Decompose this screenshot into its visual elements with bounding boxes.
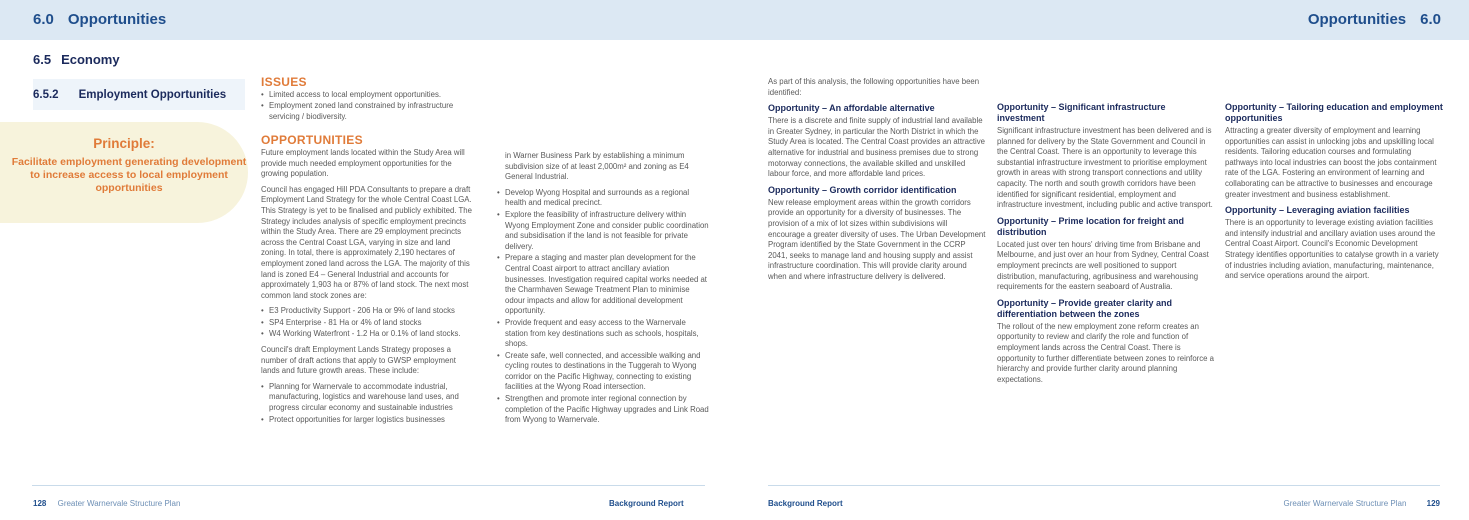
- chapter-number: 6.0: [33, 11, 54, 28]
- bullet-item: Explore the feasibility of infrastructur…: [497, 210, 709, 252]
- bullet-list: Planning for Warnervale to accommodate i…: [261, 382, 476, 425]
- bullet-item: SP4 Enterprise - 81 Ha or 4% of land sto…: [261, 318, 476, 329]
- report-name-right: Background Report: [768, 499, 843, 508]
- opportunity-heading: Opportunity – Prime location for freight…: [997, 215, 1185, 237]
- paragraph: Located just over ten hours' driving tim…: [997, 239, 1209, 292]
- opportunity-heading: Opportunity – Significant infrastructure…: [997, 102, 1166, 123]
- bullet-item: Planning for Warnervale to accommodate i…: [261, 382, 476, 414]
- paragraph: As part of this analysis, the following …: [768, 77, 980, 97]
- opportunity-heading: Opportunity – Leveraging aviation facili…: [1225, 205, 1410, 216]
- section-title: Economy: [61, 52, 120, 67]
- chapter-name: Opportunities: [67, 11, 167, 28]
- chapter-title-left: 6.0 Opportunities: [33, 11, 166, 28]
- chapter-name: Opportunities: [1307, 11, 1407, 28]
- report-name-left: Background Report: [609, 499, 684, 508]
- bullet-item: Protect opportunities for larger logisti…: [261, 415, 476, 426]
- paragraph: There is an opportunity to leverage exis…: [1225, 218, 1439, 281]
- bullet-list: Develop Wyong Hospital and surrounds as …: [497, 188, 709, 426]
- opportunity-heading: Opportunity – Provide greater clarity an…: [997, 297, 1173, 319]
- subsection-title: Employment Opportunities: [78, 88, 227, 101]
- page-number: 128: [33, 499, 47, 508]
- text-column-opportunities-2: Opportunity – Significant infrastructure…: [997, 102, 1215, 390]
- section-number: 6.5: [33, 52, 52, 67]
- principle-text: Facilitate employment generating develop…: [11, 156, 247, 194]
- footer-left: 128 Greater Warnervale Structure Plan: [33, 499, 180, 508]
- chapter-header-band: [0, 0, 1469, 40]
- bullet-list: E3 Productivity Support - 206 Ha or 9% o…: [261, 306, 476, 340]
- principle-heading: Principle:: [93, 136, 155, 151]
- opportunity-heading: Opportunity – Growth corridor identifica…: [768, 184, 957, 195]
- opportunity-heading: Opportunity – Tailoring education and em…: [1225, 102, 1443, 123]
- paragraph: in Warner Business Park by establishing …: [505, 151, 689, 182]
- paragraph: Council has engaged Hill PDA Consultants…: [261, 184, 472, 300]
- text-column-actions: in Warner Business Park by establishing …: [497, 151, 709, 431]
- footer-divider-right: [768, 485, 1440, 486]
- subsection-heading: 6.5.2 Employment Opportunities: [33, 79, 245, 110]
- paragraph: New release employment areas within the …: [768, 197, 986, 281]
- paragraph: There is a discrete and finite supply of…: [768, 116, 985, 179]
- chapter-number: 6.0: [1420, 11, 1441, 28]
- document-title: Greater Warnervale Structure Plan: [57, 499, 181, 508]
- bullet-item: Provide frequent and easy access to the …: [497, 318, 709, 350]
- bullet-list: Limited access to local employment oppor…: [261, 90, 476, 123]
- bullet-item: Strengthen and promote inter regional co…: [497, 394, 709, 426]
- paragraph: The rollout of the new employment zone r…: [997, 321, 1215, 384]
- paragraph: Significant infrastructure investment ha…: [997, 126, 1213, 210]
- chapter-title-right: Opportunities 6.0: [1308, 11, 1441, 28]
- paragraph: Attracting a greater diversity of employ…: [1225, 126, 1437, 199]
- bullet-item: E3 Productivity Support - 206 Ha or 9% o…: [261, 306, 476, 317]
- bullet-item: Limited access to local employment oppor…: [261, 90, 476, 101]
- page-number: 129: [1426, 499, 1440, 508]
- paragraph: Future employment lands located within t…: [261, 147, 465, 179]
- text-column-issues: ISSUESLimited access to local employment…: [261, 75, 476, 430]
- subsection-number: 6.5.2: [33, 88, 59, 101]
- paragraph: Council's draft Employment Lands Strateg…: [261, 345, 456, 376]
- text-column-opportunities-3: Opportunity – Tailoring education and em…: [1225, 102, 1443, 287]
- footer-right: Greater Warnervale Structure Plan 129: [1284, 499, 1440, 508]
- principle-callout: Principle: Facilitate employment generat…: [0, 122, 248, 223]
- text-column-opportunities-1: As part of this analysis, the following …: [768, 77, 986, 288]
- opportunity-heading: Opportunity – An affordable alternative: [768, 103, 935, 114]
- block-heading: OPPORTUNITIES: [261, 133, 363, 148]
- bullet-item: Create safe, well connected, and accessi…: [497, 351, 709, 393]
- section-heading: 6.5 Economy: [33, 52, 120, 67]
- document-title: Greater Warnervale Structure Plan: [1283, 499, 1407, 508]
- bullet-item: W4 Working Waterfront - 1.2 Ha or 0.1% o…: [261, 329, 476, 340]
- bullet-item: Employment zoned land constrained by inf…: [261, 101, 476, 122]
- block-heading: ISSUES: [261, 75, 307, 89]
- bullet-item: Prepare a staging and master plan develo…: [497, 253, 709, 317]
- bullet-item: Develop Wyong Hospital and surrounds as …: [497, 188, 709, 209]
- footer-divider-left: [32, 485, 705, 486]
